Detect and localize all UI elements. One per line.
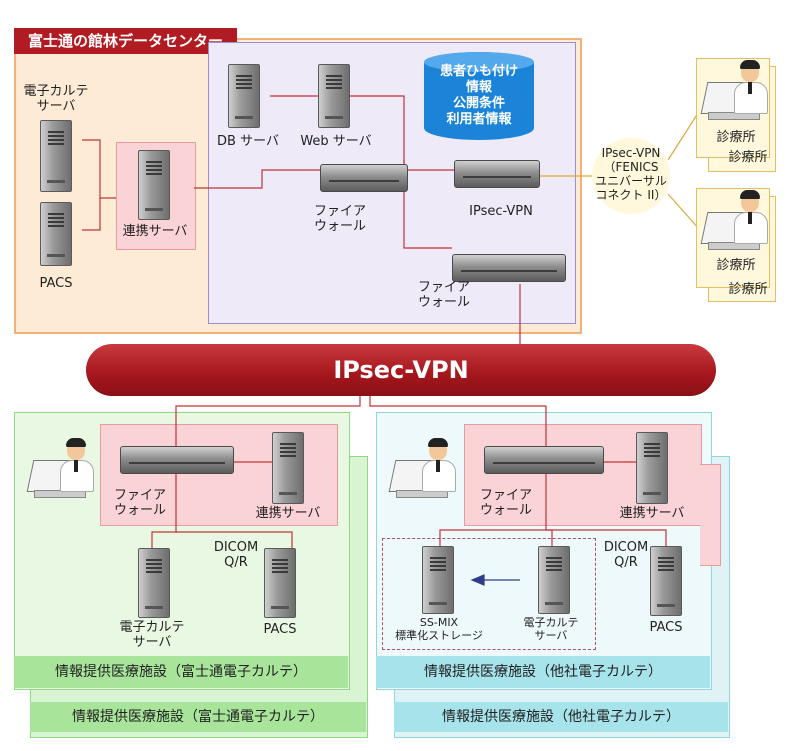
- fujitsu-pacs-label: PACS: [263, 622, 297, 637]
- network-appliance-icon: [452, 254, 566, 282]
- server-icon: [422, 546, 454, 614]
- ssmix-label: SS-MIX 標準化ストレージ: [395, 616, 483, 642]
- doctor-pc-icon: [700, 60, 774, 120]
- clinic-label: 診療所: [716, 258, 756, 273]
- dc-ehr-server-label: 電子カルテ サーバ: [23, 84, 89, 114]
- doctor-pc-icon: [26, 438, 100, 498]
- ipsec-vpn-bar: IPsec-VPN: [86, 344, 716, 396]
- fujitsu-dicom-label: DICOM Q/R: [213, 540, 259, 570]
- server-icon: [650, 546, 682, 616]
- network-appliance-icon: [320, 164, 408, 192]
- other-link-server-label: 連携サーバ: [619, 506, 685, 521]
- dc-pacs-label: PACS: [39, 276, 73, 291]
- server-icon: [264, 548, 296, 618]
- network-appliance-icon: [484, 446, 604, 474]
- other-pacs-label: PACS: [649, 620, 683, 635]
- fujitsu-facility-back-label: 情報提供医療施設（富士通電子カルテ）: [30, 702, 366, 732]
- dc-ipsec-appliance-label: IPsec-VPN: [469, 204, 533, 219]
- dc-firewall-2-label: ファイア ウォール: [417, 280, 470, 310]
- web-server-label: Web サーバ: [300, 134, 372, 149]
- database-text: 患者ひも付け 情報 公開条件 利用者情報: [439, 64, 518, 127]
- other-dicom-label: DICOM Q/R: [603, 540, 649, 570]
- fujitsu-link-server-label: 連携サーバ: [255, 506, 321, 521]
- other-ehr-server-label: 電子カルテ サーバ: [523, 616, 579, 642]
- database-top: [424, 52, 534, 72]
- fenics-oval: [592, 138, 670, 214]
- server-icon: [272, 432, 304, 504]
- fujitsu-ehr-server-label: 電子カルテ サーバ: [119, 620, 185, 650]
- network-appliance-icon: [454, 160, 540, 188]
- server-icon: [138, 150, 170, 220]
- server-icon: [40, 120, 72, 192]
- server-icon: [228, 64, 260, 128]
- db-server-label: DB サーバ: [217, 134, 279, 149]
- dc-link-server-label: 連携サーバ: [122, 224, 188, 239]
- network-appliance-icon: [120, 446, 234, 474]
- clinic-label: 診療所: [716, 130, 756, 145]
- fujitsu-firewall-label: ファイア ウォール: [113, 488, 166, 518]
- dc-firewall-1-label: ファイア ウォール: [313, 204, 366, 234]
- server-icon: [318, 64, 350, 128]
- clinic-label: 診療所: [728, 150, 768, 165]
- other-facility-label: 情報提供医療施設（他社電子カルテ）: [376, 656, 710, 688]
- other-firewall-label: ファイア ウォール: [479, 488, 532, 518]
- server-icon: [138, 548, 170, 618]
- other-facility-back-label: 情報提供医療施設（他社電子カルテ）: [394, 702, 728, 732]
- fenics-label: IPsec-VPN （FENICS ユニバーサル コネクト II）: [595, 146, 667, 202]
- doctor-pc-icon: [388, 438, 462, 498]
- server-icon: [538, 546, 570, 614]
- server-icon: [636, 432, 668, 504]
- datacenter-title: 富士通の館林データセンター: [14, 28, 238, 54]
- other-pink-zone-back: [700, 464, 721, 566]
- server-icon: [40, 202, 72, 266]
- doctor-pc-icon: [700, 190, 774, 250]
- fujitsu-facility-label: 情報提供医療施設（富士通電子カルテ）: [14, 656, 348, 688]
- clinic-label: 診療所: [728, 282, 768, 297]
